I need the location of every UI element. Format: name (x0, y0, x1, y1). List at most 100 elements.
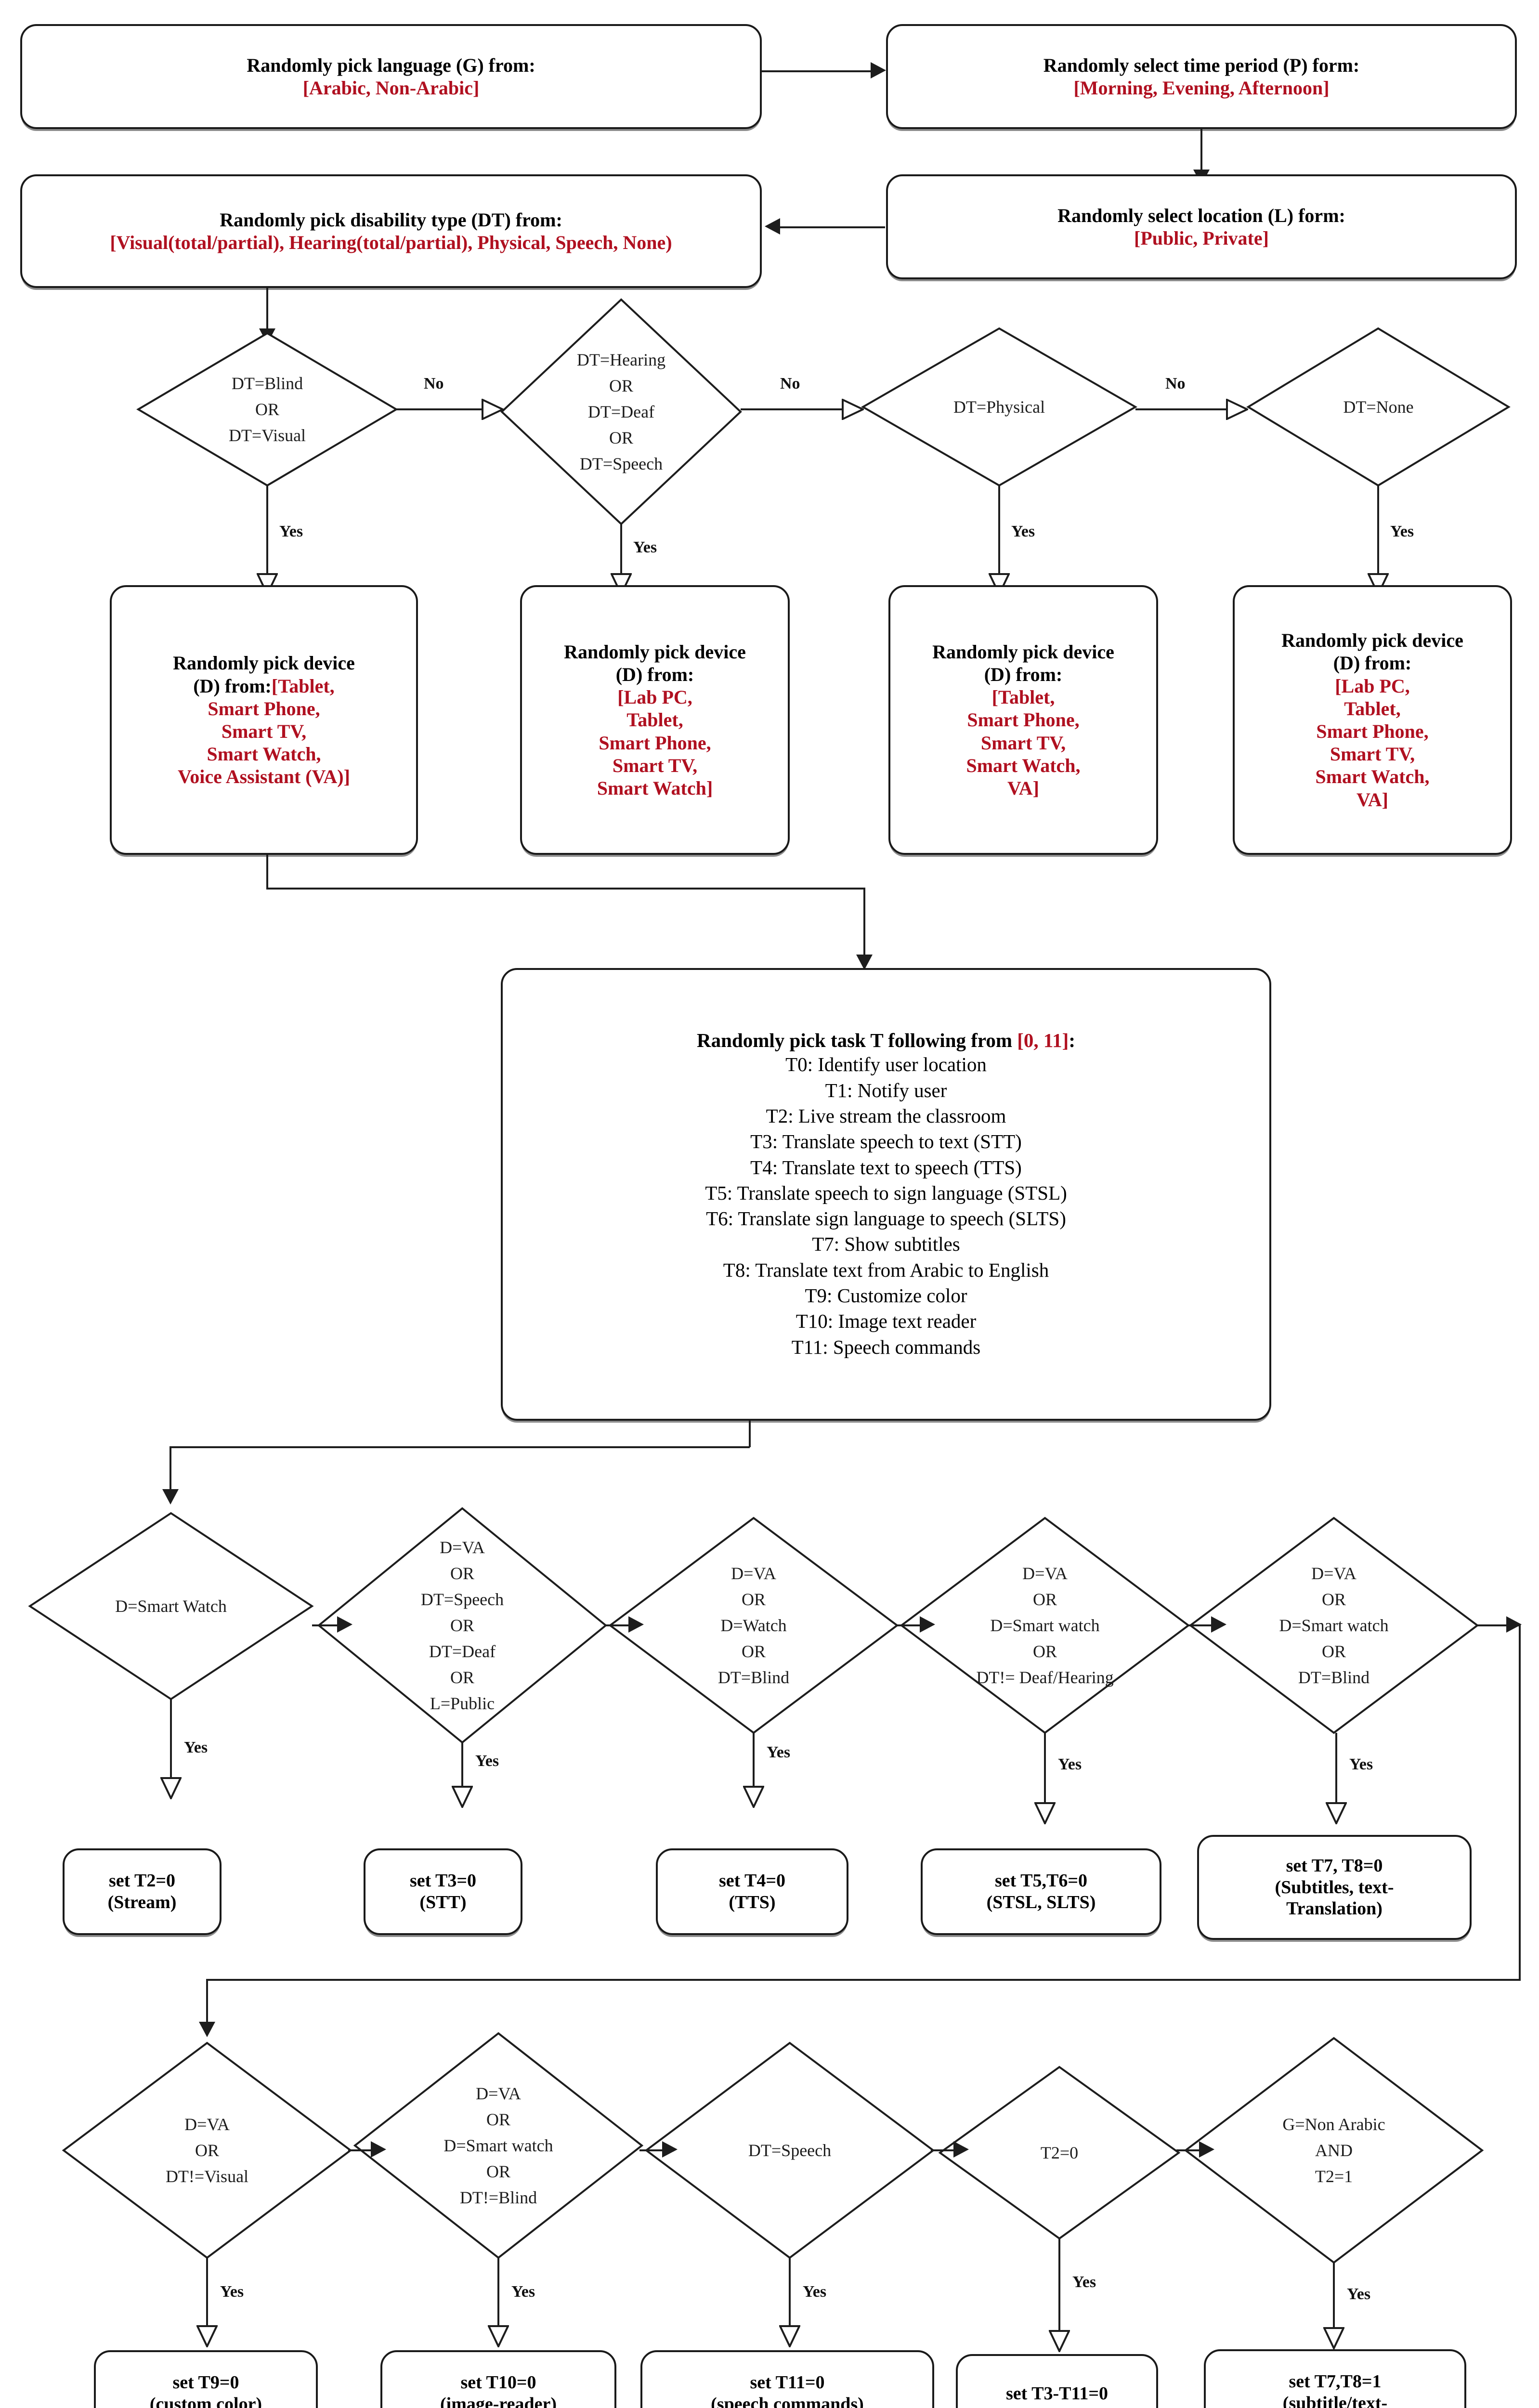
process-box-language: Randomly pick language (G) from: [Arabic… (20, 24, 762, 129)
label-yes-r2-5: Yes (1349, 1755, 1373, 1773)
connector-d3-yes (998, 485, 1000, 577)
arrowhead-r3-2-3 (662, 2141, 678, 2158)
task-item: T8: Translate text from Arabic to Englis… (723, 1258, 1049, 1281)
process-box-device-visual: Randomly pick device (D) from:[Tablet, S… (110, 585, 418, 855)
connector-r3-3-4 (931, 2149, 957, 2151)
decision-dt-physical: DT=Physical (861, 327, 1138, 487)
arrowhead-hollow-r3-3 (779, 2325, 800, 2347)
connector-r2-d1-yes (170, 1699, 172, 1780)
location-title: Randomly select location (L) form: (1057, 204, 1345, 226)
arrowhead-hollow-r3-1 (196, 2325, 218, 2347)
connector-r2-exit-right (1477, 1624, 1521, 1626)
connector-d2-no (741, 408, 843, 410)
arrowhead-hollow-r2-3 (743, 1786, 764, 1808)
device-none-title-1: Randomly pick device (1281, 629, 1463, 652)
decision-va-not-visual: D=VA OR DT!=Visual (62, 2042, 352, 2259)
task-item: T0: Identify user location (785, 1053, 987, 1076)
label-no-3: No (1165, 375, 1186, 393)
connector-task-left (170, 1446, 750, 1448)
result-box-t5-t6: set T5,T6=0 (STSL, SLTS) (921, 1848, 1161, 1935)
connector-d2-yes (620, 524, 622, 577)
connector-r3-entry-left (206, 1979, 1520, 1981)
result-line-1: set T3=0 (409, 1871, 477, 1891)
process-box-location: Randomly select location (L) form: [Publ… (886, 174, 1517, 279)
arrowhead-r2-2-3 (628, 1616, 644, 1633)
connector-d3-no (1135, 408, 1227, 410)
connector-device-visual-down (266, 855, 268, 889)
arrowhead-task-to-r2d1 (162, 1489, 179, 1505)
result-box-t7-t8-one: set T7,T8=1 (subtitle/text- translation) (1204, 2349, 1466, 2408)
label-yes-r3-4: Yes (1072, 2273, 1096, 2291)
arrowhead-hollow-d2-no (842, 399, 864, 420)
arrowhead-location-to-disability (765, 218, 780, 235)
decision-text: DT=Speech (748, 2141, 832, 2160)
device-none-options: [Lab PC, Tablet, Smart Phone, Smart TV, … (1315, 675, 1430, 811)
device-visual-options: Smart Phone, Smart TV, Smart Watch, Voic… (178, 697, 350, 788)
decision-text: DT=Blind OR DT=Visual (228, 374, 306, 445)
connector-merge-devices (266, 888, 657, 890)
device-visual-title-1: Randomly pick device (173, 652, 355, 674)
label-yes-r1-4: Yes (1390, 523, 1414, 540)
location-options: [Public, Private] (1134, 227, 1269, 249)
result-line-2: (Stream) (107, 1892, 177, 1912)
decision-text: T2=0 (1040, 2143, 1079, 2162)
result-line-1: set T5,T6=0 (995, 1871, 1087, 1891)
task-item: T1: Notify user (825, 1079, 947, 1101)
connector-r3-d1-yes (206, 2258, 208, 2328)
arrowhead-r3-1-2 (371, 2141, 386, 2158)
result-line-1: set T2=0 (108, 1871, 176, 1891)
process-box-device-physical: Randomly pick device (D) from: [Tablet, … (888, 585, 1158, 855)
result-line-2: (Subtitles, text- (1275, 1877, 1394, 1898)
connector-task-to-r2d1 (170, 1446, 171, 1492)
connector-disability-to-d1 (266, 288, 268, 331)
task-item: T10: Image text reader (796, 1310, 977, 1333)
decision-va-smartwatch-not-blind: D=VA OR D=Smart watch OR DT!=Blind (353, 2032, 644, 2259)
decision-text: DT=Physical (953, 397, 1045, 417)
result-line-2: (subtitle/text- (1282, 2393, 1388, 2408)
time-period-title: Randomly select time period (P) form: (1043, 54, 1360, 76)
arrowhead-r2-3-4 (920, 1616, 935, 1633)
connector-task-down (749, 1421, 751, 1447)
arrowhead-r3-3-4 (953, 2141, 969, 2158)
process-box-time-period: Randomly select time period (P) form: [M… (886, 24, 1517, 129)
language-title: Randomly pick language (G) from: (247, 54, 535, 76)
connector-merge-to-task (863, 888, 865, 957)
arrowhead-hollow-d1-yes (257, 573, 278, 595)
label-yes-r2-1: Yes (184, 1739, 208, 1756)
decision-dt-none: DT=None (1246, 327, 1511, 487)
task-item: T11: Speech commands (791, 1335, 981, 1358)
connector-r3-4-5 (1176, 2149, 1203, 2151)
connector-r2-d2-yes (461, 1742, 463, 1789)
task-item: T3: Translate speech to text (STT) (750, 1130, 1022, 1153)
time-period-options: [Morning, Evening, Afternoon] (1073, 77, 1330, 99)
result-line-2: (STSL, SLTS) (986, 1892, 1096, 1912)
result-box-t7-t8: set T7, T8=0 (Subtitles, text- Translati… (1197, 1835, 1472, 1940)
label-yes-r1-2: Yes (633, 538, 657, 556)
arrowhead-hollow-r2-1 (160, 1777, 182, 1799)
connector-r2-exit-down (1519, 1624, 1521, 1981)
arrowhead-r2-1-2 (337, 1616, 352, 1633)
decision-dt-speech: DT=Speech (644, 2042, 935, 2259)
decision-dt-hearing-deaf-speech: DT=Hearing OR DT=Deaf OR DT=Speech (500, 298, 742, 525)
connector-r3-d3-yes (789, 2258, 791, 2328)
decision-text: D=VA OR D=Smart watch OR DT=Blind (1279, 1564, 1389, 1687)
result-line-1: set T4=0 (718, 1871, 786, 1891)
connector-language-to-time (762, 70, 873, 72)
process-box-device-none: Randomly pick device (D) from: [Lab PC, … (1233, 585, 1512, 855)
arrowhead-hollow-r3-4 (1049, 2330, 1070, 2352)
arrowhead-r3-4-5 (1199, 2141, 1214, 2158)
device-physical-title-1: Randomly pick device (932, 641, 1114, 663)
label-yes-r1-3: Yes (1011, 523, 1035, 540)
label-yes-r2-3: Yes (767, 1743, 791, 1761)
result-line-2: (speech commands) (711, 2394, 864, 2408)
result-line-3: Translation) (1286, 1898, 1382, 1919)
device-hearing-options: [Lab PC, Tablet, Smart Phone, Smart TV, … (597, 686, 713, 799)
decision-text: D=VA OR DT=Speech OR DT=Deaf OR L=Public (420, 1538, 504, 1713)
decision-va-speech-deaf-public: D=VA OR DT=Speech OR DT=Deaf OR L=Public (317, 1507, 608, 1744)
result-box-t10: set T10=0 (image-reader) (380, 2350, 616, 2408)
device-none-title-2: (D) from: (1333, 652, 1412, 674)
decision-d-smart-watch: D=Smart Watch (28, 1512, 314, 1701)
result-box-t11: set T11=0 (speech commands) (640, 2350, 934, 2408)
decision-text: D=VA OR DT!=Visual (165, 2115, 249, 2186)
decision-text: D=VA OR D=Watch OR DT=Blind (717, 1564, 790, 1687)
